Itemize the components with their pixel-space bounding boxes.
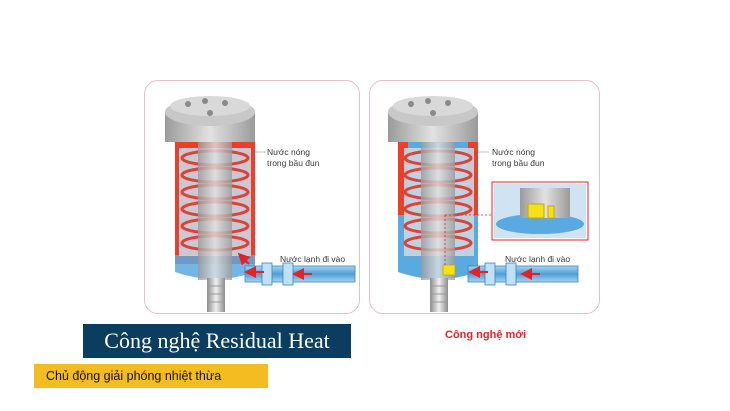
hot-water-label-line1: Nước nóng <box>267 147 310 157</box>
hot-water-label-line1: Nước nóng <box>492 147 535 157</box>
hot-water-label-line2: trong bầu đun <box>492 158 545 168</box>
subtitle: Chủ động giải phóng nhiệt thừa <box>34 364 268 388</box>
hot-water-label: Nước nóng trong bầu đun <box>492 147 544 169</box>
main-title: Công nghệ Residual Heat <box>83 324 351 358</box>
new-technology-caption: Công nghệ mới <box>445 329 527 341</box>
bottom-shaft <box>207 278 225 312</box>
hot-water-label: Nước nóng trong bầu đun <box>267 147 319 169</box>
valve-part <box>442 264 456 276</box>
right-heater <box>388 96 579 312</box>
valve-part-zoom <box>527 203 545 219</box>
hot-water-label-line2: trong bầu đun <box>267 158 320 168</box>
bottom-shaft <box>430 278 448 312</box>
zoom-inset <box>491 181 589 241</box>
cold-inlet-pipe <box>467 265 579 283</box>
left-heater <box>165 96 356 312</box>
cold-water-label: Nước lạnh đi vào <box>505 254 571 264</box>
cold-water-label: Nước lạnh đi vào <box>280 254 346 264</box>
